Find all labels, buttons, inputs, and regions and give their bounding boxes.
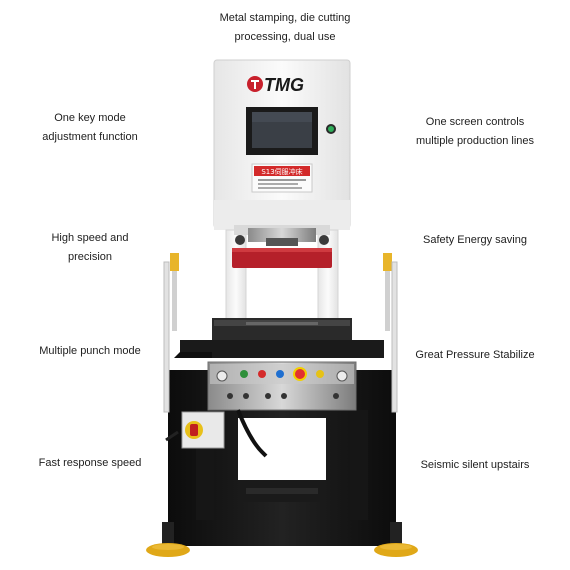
nameplate: S13伺服冲床 xyxy=(251,163,313,193)
caption-left-1-line-1: One key mode xyxy=(54,112,126,124)
cable-hose xyxy=(236,409,268,458)
safety-light-curtain-right xyxy=(383,253,398,413)
start-button[interactable] xyxy=(240,370,248,378)
caption-right-4: Seismic silent upstairs xyxy=(400,456,550,475)
caption-right-1-line-2: multiple production lines xyxy=(415,135,534,147)
sensor-left-head xyxy=(170,253,179,271)
touch-screen-panel[interactable] xyxy=(246,107,318,155)
port-4-icon xyxy=(281,393,287,399)
caption-right-2-line-1: Safety Energy saving xyxy=(423,234,527,246)
caption-left-4-line-1: Fast response speed xyxy=(38,457,142,469)
inch-button[interactable] xyxy=(316,370,324,378)
stop-button[interactable] xyxy=(258,370,266,378)
caption-top-line-1: Metal stamping, die cutting xyxy=(219,12,351,24)
ram-red-plate xyxy=(232,248,332,268)
brand-logo: TMG xyxy=(247,75,304,95)
left-column xyxy=(225,229,247,326)
sensor-right-head xyxy=(383,253,392,271)
caption-right-1: One screen controls multiple production … xyxy=(400,113,550,151)
emergency-stop-button[interactable] xyxy=(293,367,307,381)
ram-top xyxy=(248,228,316,242)
sensor-left-pole xyxy=(163,261,170,413)
nameplate-banner xyxy=(254,166,310,176)
caption-left-3-line-1: Multiple punch mode xyxy=(39,345,141,357)
nameplate-model: S13伺服冲床 xyxy=(261,167,302,176)
port-5-icon xyxy=(333,393,339,399)
caption-top-line-2: processing, dual use xyxy=(234,31,336,43)
power-switch-knob-icon[interactable] xyxy=(190,424,198,436)
caption-left-1: One key mode adjustment function xyxy=(20,109,160,147)
power-switch-box xyxy=(165,411,225,449)
caption-right-1-line-1: One screen controls xyxy=(425,116,525,128)
caption-right-3-line-1: Great Pressure Stabilize xyxy=(415,349,535,361)
caption-left-2-line-1: High speed and xyxy=(51,232,129,244)
safety-light-curtain-left xyxy=(163,253,179,413)
anti-vibration-feet xyxy=(146,522,418,557)
caption-right-3: Great Pressure Stabilize xyxy=(400,346,550,365)
caption-left-3: Multiple punch mode xyxy=(18,342,162,361)
control-panel xyxy=(207,361,357,411)
sensor-right-pole xyxy=(391,261,398,413)
reset-button[interactable] xyxy=(276,370,284,378)
port-3-icon xyxy=(265,393,271,399)
caption-left-1-line-2: adjustment function xyxy=(42,131,138,143)
caption-right-4-line-1: Seismic silent upstairs xyxy=(420,459,530,471)
port-2-icon xyxy=(243,393,249,399)
caption-left-2: High speed and precision xyxy=(20,229,160,267)
bolster-table xyxy=(212,318,352,340)
caption-top: Metal stamping, die cutting processing, … xyxy=(190,9,380,47)
caption-left-4: Fast response speed xyxy=(18,454,162,473)
logo-text: TMG xyxy=(264,75,304,95)
mode-selector-right-icon[interactable] xyxy=(336,370,348,382)
caption-right-2: Safety Energy saving xyxy=(400,231,550,250)
mode-selector-left-icon[interactable] xyxy=(216,370,228,382)
right-column xyxy=(317,229,339,326)
caption-left-2-line-2: precision xyxy=(67,251,113,263)
ram-slide xyxy=(232,225,332,268)
port-1-icon xyxy=(227,393,233,399)
